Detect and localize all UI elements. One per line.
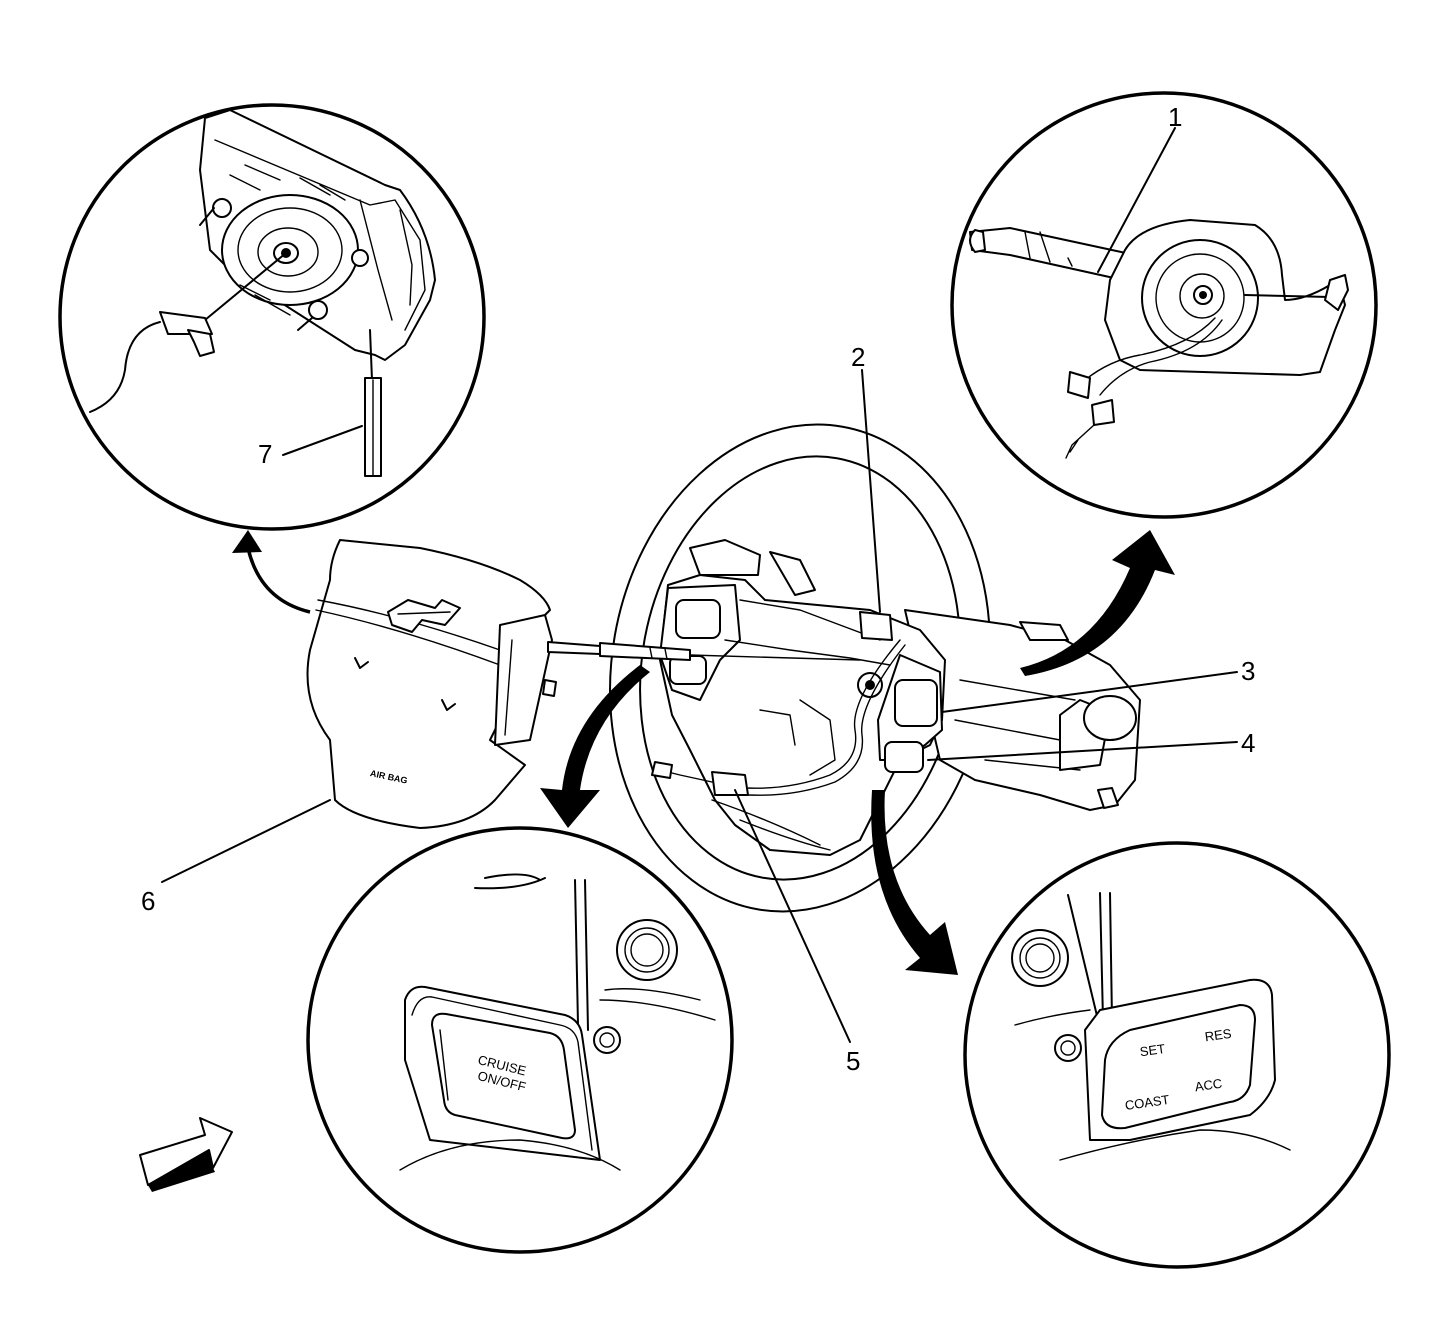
leader-2 — [861, 369, 881, 613]
airbag-module: AIR BAG — [306, 539, 861, 829]
callout-1: 1 — [1168, 102, 1182, 132]
leader-5 — [734, 789, 851, 1043]
callout-7: 7 — [258, 439, 272, 469]
leader-6 — [161, 799, 331, 883]
view-direction-arrow — [139, 1117, 233, 1192]
cruise-controls-detail: SET RES COAST ACC — [963, 841, 1391, 1269]
arrow-down-right-icon — [871, 790, 958, 975]
clock-spring-detail — [950, 91, 1378, 519]
leader-lines — [161, 369, 1238, 1043]
callout-4: 4 — [1241, 728, 1255, 758]
cruise-onoff-detail: CRUISE ON/OFF — [306, 826, 734, 1254]
leader-3 — [941, 671, 1238, 713]
cruise-coast-label: COAST — [1124, 1092, 1170, 1113]
leader-4 — [927, 741, 1238, 761]
arrow-down-left-icon — [540, 665, 650, 828]
steering-wheel — [609, 423, 1141, 913]
airbag-rear-detail — [58, 103, 486, 531]
cruise-acc-label: ACC — [1194, 1076, 1223, 1095]
callout-2: 2 — [851, 342, 865, 372]
callout-5: 5 — [846, 1046, 860, 1076]
cruise-set-label: SET — [1139, 1041, 1166, 1059]
detail-arrows — [232, 530, 1175, 975]
arrow-up-right-icon — [1020, 530, 1175, 676]
callout-6: 6 — [141, 886, 155, 916]
cruise-res-label: RES — [1204, 1026, 1233, 1045]
callout-numbers: 1 2 3 4 5 6 7 — [141, 102, 1255, 1076]
callout-3: 3 — [1241, 656, 1255, 686]
arrow-up-left-icon — [232, 530, 262, 553]
